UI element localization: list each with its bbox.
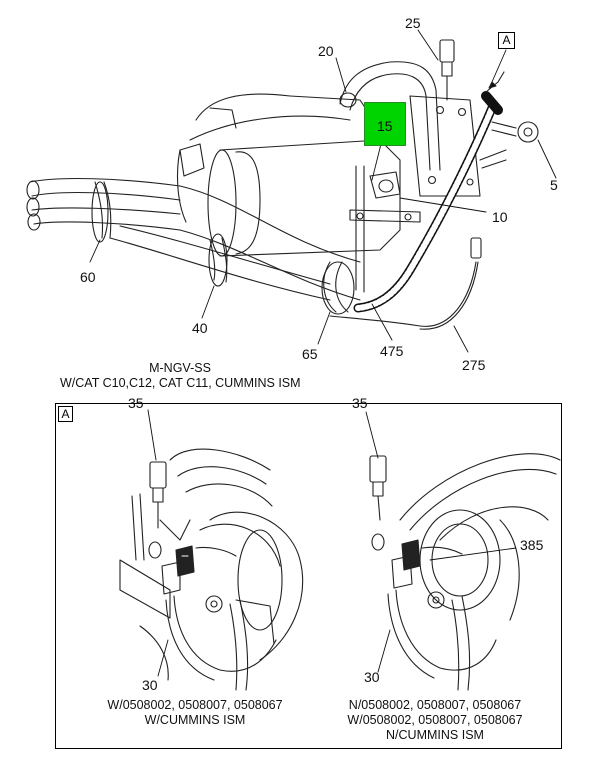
clamp-60 bbox=[91, 181, 109, 243]
callout-10[interactable]: 10 bbox=[492, 209, 508, 225]
detail-left-callout-35[interactable]: 35 bbox=[128, 395, 144, 411]
detail-left-callout-30[interactable]: 30 bbox=[142, 677, 158, 693]
callout-15[interactable]: 15 bbox=[377, 118, 393, 134]
braided-harness bbox=[353, 91, 503, 313]
callout-65[interactable]: 65 bbox=[302, 346, 318, 362]
mounting-bracket bbox=[349, 95, 481, 223]
detail-a-tag: A bbox=[58, 406, 73, 422]
callout-60[interactable]: 60 bbox=[80, 269, 96, 285]
leader-lines bbox=[89, 29, 557, 353]
detail-a-frame bbox=[55, 403, 562, 749]
detail-left-caption-line1: W/0508002, 0508007, 0508067 bbox=[107, 698, 283, 712]
main-assembly bbox=[26, 29, 557, 353]
detail-right-caption: N/0508002, 0508007, 0508067 W/0508002, 0… bbox=[335, 698, 535, 743]
main-caption-line1: M-NGV-SS bbox=[149, 361, 211, 375]
detail-right-caption-line3: N/CUMMINS ISM bbox=[386, 728, 484, 742]
fitting-10 bbox=[369, 171, 401, 199]
connector-top bbox=[439, 39, 455, 101]
callout-275[interactable]: 275 bbox=[462, 357, 486, 373]
highlighted-part-15[interactable] bbox=[364, 102, 406, 146]
callout-25[interactable]: 25 bbox=[405, 15, 421, 31]
ref-a-box[interactable]: A bbox=[498, 32, 515, 49]
callout-475[interactable]: 475 bbox=[380, 343, 404, 359]
callout-5[interactable]: 5 bbox=[550, 177, 558, 193]
pipe-bundle-left bbox=[26, 177, 361, 313]
cable-connector bbox=[470, 237, 482, 259]
callout-40[interactable]: 40 bbox=[192, 320, 208, 336]
detail-right-art bbox=[365, 411, 561, 691]
upper-pipe-loop bbox=[339, 61, 441, 171]
detail-right-caption-line1: N/0508002, 0508007, 0508067 bbox=[348, 698, 522, 712]
ref-a-arrow bbox=[488, 81, 497, 89]
detail-right-callout-30[interactable]: 30 bbox=[364, 669, 380, 685]
main-caption: M-NGV-SS W/CAT C10,C12, CAT C11, CUMMINS… bbox=[60, 361, 301, 391]
detail-left-caption-line2: W/CUMMINS ISM bbox=[144, 713, 246, 727]
clamp-65 bbox=[321, 261, 355, 315]
vertical-rod bbox=[355, 165, 365, 293]
detail-left-art bbox=[119, 409, 304, 691]
clamp-40 bbox=[208, 233, 228, 287]
thin-cable bbox=[329, 261, 477, 327]
tank-body bbox=[177, 93, 401, 257]
callout-20[interactable]: 20 bbox=[318, 43, 334, 59]
detail-right-caption-line2: W/0508002, 0508007, 0508067 bbox=[347, 713, 523, 727]
ring-terminal-cable bbox=[479, 71, 539, 169]
main-caption-line2: W/CAT C10,C12, CAT C11, CUMMINS ISM bbox=[60, 376, 301, 390]
detail-right-callout-35[interactable]: 35 bbox=[352, 395, 368, 411]
detail-right-callout-385[interactable]: 385 bbox=[520, 537, 544, 553]
detail-left-caption: W/0508002, 0508007, 0508067 W/CUMMINS IS… bbox=[95, 698, 295, 728]
